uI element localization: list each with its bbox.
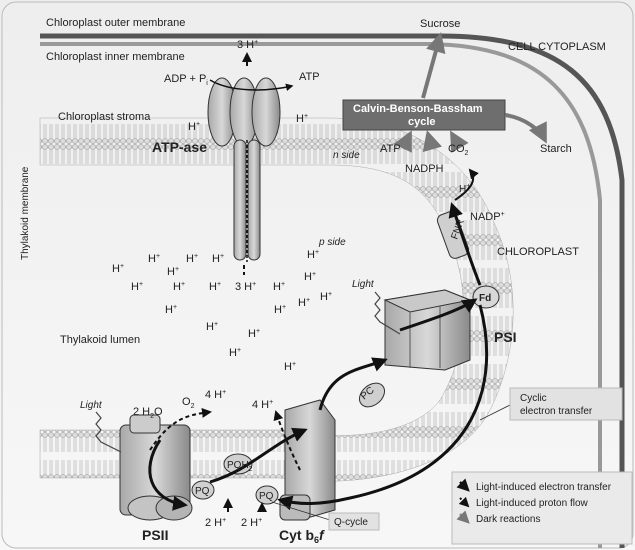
n-side-label: n side [333, 150, 360, 161]
legend-electron-label: Light-induced electron transfer [476, 482, 612, 493]
thylakoid-lumen-label: Thylakoid lumen [60, 334, 140, 346]
cyt-b6f-label: Cyt b6f [279, 527, 325, 545]
light-psi-label: Light [352, 279, 375, 290]
stroma-label: Chloroplast stroma [58, 111, 151, 123]
pq-right-label: PQ [259, 491, 274, 502]
calvin-label-1: Calvin-Benson-Bassham [353, 103, 483, 115]
starch-label: Starch [540, 143, 572, 155]
psi-complex [385, 290, 470, 370]
adp-pi-label: ADP + Pi [164, 73, 208, 87]
calvin-label-2: cycle [408, 116, 436, 128]
fd-label: Fd [479, 293, 491, 304]
atp-ase-label: ATP-ase [152, 139, 207, 155]
thylakoid-membrane-label: Thylakoid membrane [20, 166, 31, 260]
light-psii-label: Light [80, 400, 103, 411]
atp-out-label: ATP [299, 71, 320, 83]
cyclic-label-2: electron transfer [520, 406, 593, 417]
atp-label: ATP [380, 143, 401, 155]
legend-proton-label: Light-induced proton flow [476, 498, 589, 509]
two-h2o-label: 2 H2O [133, 406, 163, 420]
nadph-label: NADPH [405, 163, 444, 175]
sucrose-label: Sucrose [420, 18, 460, 30]
psii-label: PSII [142, 527, 168, 543]
chloroplast-label: CHLOROPLAST [497, 246, 579, 258]
outer-membrane-label: Chloroplast outer membrane [46, 17, 185, 29]
pq-left-label: PQ [195, 486, 210, 497]
qcycle-label: Q-cycle [334, 517, 368, 528]
inner-membrane-label: Chloroplast inner membrane [46, 51, 185, 63]
cyclic-label-1: Cyclic [520, 393, 547, 404]
legend-dark-label: Dark reactions [476, 514, 540, 525]
psi-label: PSI [494, 329, 517, 345]
nadp-label: NADP+ [470, 211, 505, 223]
cytoplasm-label: CELL CYTOPLASM [508, 41, 606, 53]
p-side-label: p side [318, 237, 346, 248]
